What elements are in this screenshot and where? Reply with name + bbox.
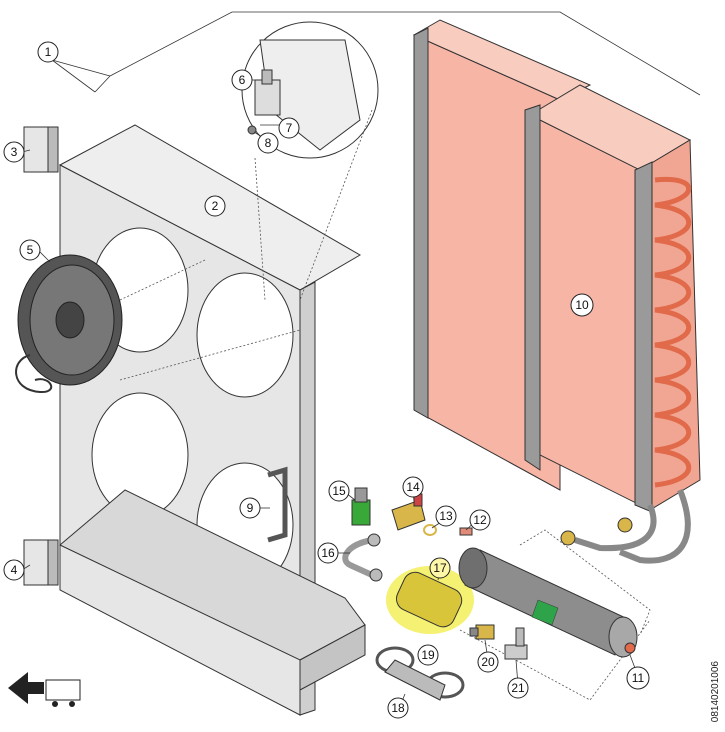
callout-19: 19 [417, 644, 439, 666]
svg-text:18: 18 [391, 701, 405, 715]
callout-20: 20 [477, 651, 499, 673]
fitting-21 [504, 627, 528, 660]
hinge-top [23, 126, 59, 173]
callout-17: 17 [429, 557, 451, 579]
callout-2: 2 [204, 195, 226, 217]
connection-lines [119, 259, 651, 701]
unit-outline [94, 11, 701, 96]
callout-18: 18 [387, 697, 409, 719]
callout-1: 1 [37, 41, 59, 63]
condenser-coil [412, 19, 701, 564]
svg-text:5: 5 [27, 243, 34, 257]
callout-15: 15 [328, 480, 350, 502]
svg-text:1: 1 [45, 45, 52, 59]
coil-tubes [654, 176, 691, 488]
fitting-20 [469, 624, 495, 640]
callout-5: 5 [19, 239, 41, 261]
pressure-switch [351, 487, 371, 526]
svg-text:10: 10 [575, 298, 589, 312]
callout-14: 14 [402, 476, 424, 498]
svg-text:17: 17 [433, 561, 447, 575]
svg-text:8: 8 [265, 136, 272, 150]
callout-12: 12 [469, 509, 491, 531]
detail-magnifier [241, 21, 379, 301]
callout-11: 11 [626, 666, 650, 690]
callout-13: 13 [435, 505, 457, 527]
callout-4: 4 [3, 559, 25, 581]
svg-text:20: 20 [481, 655, 495, 669]
receiver [458, 547, 638, 658]
valve-block [391, 493, 426, 531]
mounting-clamps [375, 646, 465, 701]
svg-text:9: 9 [247, 501, 254, 515]
callout-8: 8 [257, 132, 279, 154]
svg-text:2: 2 [212, 199, 219, 213]
callout-21: 21 [507, 677, 529, 699]
svg-text:12: 12 [473, 513, 487, 527]
callouts: 1 2 3 4 5 6 7 8 9 10 11 12 13 14 15 16 1… [3, 41, 650, 719]
valve-insert [459, 527, 473, 536]
callout-16: 16 [317, 542, 339, 564]
svg-text:6: 6 [239, 73, 246, 87]
callout-7: 7 [278, 117, 300, 139]
callout-6: 6 [231, 69, 253, 91]
svg-text:16: 16 [321, 546, 335, 560]
svg-text:7: 7 [286, 121, 293, 135]
svg-text:4: 4 [11, 563, 18, 577]
svg-text:15: 15 [332, 484, 346, 498]
svg-text:13: 13 [439, 509, 453, 523]
svg-text:21: 21 [511, 681, 525, 695]
svg-text:19: 19 [421, 648, 435, 662]
svg-text:11: 11 [632, 671, 645, 685]
svg-text:3: 3 [11, 145, 18, 159]
document-id: 08140201006 [710, 660, 721, 722]
callout-9: 9 [239, 497, 261, 519]
hinge-bottom [23, 539, 59, 586]
svg-text:14: 14 [406, 480, 420, 494]
fan [15, 254, 123, 394]
filter-dryer [386, 566, 474, 634]
driving-direction-icon [8, 672, 81, 707]
refrigerant-pipe [342, 533, 383, 582]
callout-3: 3 [3, 141, 25, 163]
callout-10: 10 [570, 293, 594, 317]
